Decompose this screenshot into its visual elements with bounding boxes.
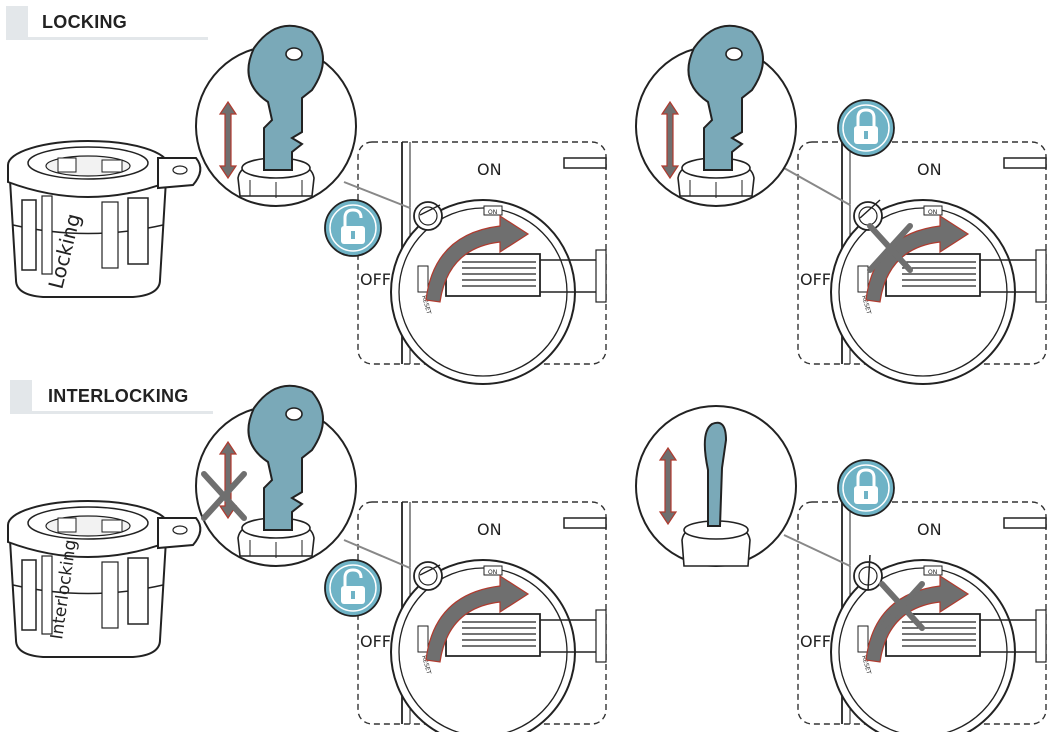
- padlock-open-icon: [323, 558, 383, 618]
- panel-on-label: ON: [477, 520, 502, 539]
- section-title: LOCKING: [42, 12, 128, 32]
- dial-on-label: ON: [928, 209, 937, 216]
- magnifier-locked-edge-key: [635, 405, 797, 567]
- panel-on-label: ON: [917, 160, 942, 179]
- section-header-locking: LOCKING: [6, 6, 208, 40]
- callout-line: [783, 167, 851, 206]
- dial-on-label: ON: [488, 569, 497, 576]
- panel-off-label: OFF: [800, 632, 831, 651]
- padlock-closed-icon: [836, 98, 896, 158]
- callout-line: [343, 181, 411, 209]
- dial-on-label: ON: [488, 209, 497, 216]
- panel-locked: ON OFF ON RESET: [797, 501, 1047, 732]
- padlock-open-icon: [323, 198, 383, 258]
- panel-on-label: ON: [477, 160, 502, 179]
- padlock-closed-icon: [836, 458, 896, 518]
- locking-cylinder: Locking: [7, 140, 202, 298]
- panel-unlocked: ON OFF ON RESET: [357, 501, 607, 732]
- callout-line: [343, 539, 411, 569]
- section-title: INTERLOCKING: [48, 386, 189, 406]
- interlocking-cylinder: Interlocking: [7, 500, 202, 658]
- panel-off-label: OFF: [360, 632, 391, 651]
- panel-locked: ON OFF ON RESET: [797, 141, 1047, 385]
- panel-on-label: ON: [917, 520, 942, 539]
- magnifier-unlocked: [195, 24, 357, 207]
- dial-on-label: ON: [928, 569, 937, 576]
- callout-line: [783, 534, 851, 567]
- magnifier-locked: [635, 24, 797, 207]
- panel-unlocked: ON OFF ON RESET: [357, 141, 607, 385]
- magnifier-unlocked: [195, 384, 357, 567]
- panel-off-label: OFF: [800, 270, 831, 289]
- section-header-interlocking: INTERLOCKING: [10, 380, 213, 414]
- panel-off-label: OFF: [360, 270, 391, 289]
